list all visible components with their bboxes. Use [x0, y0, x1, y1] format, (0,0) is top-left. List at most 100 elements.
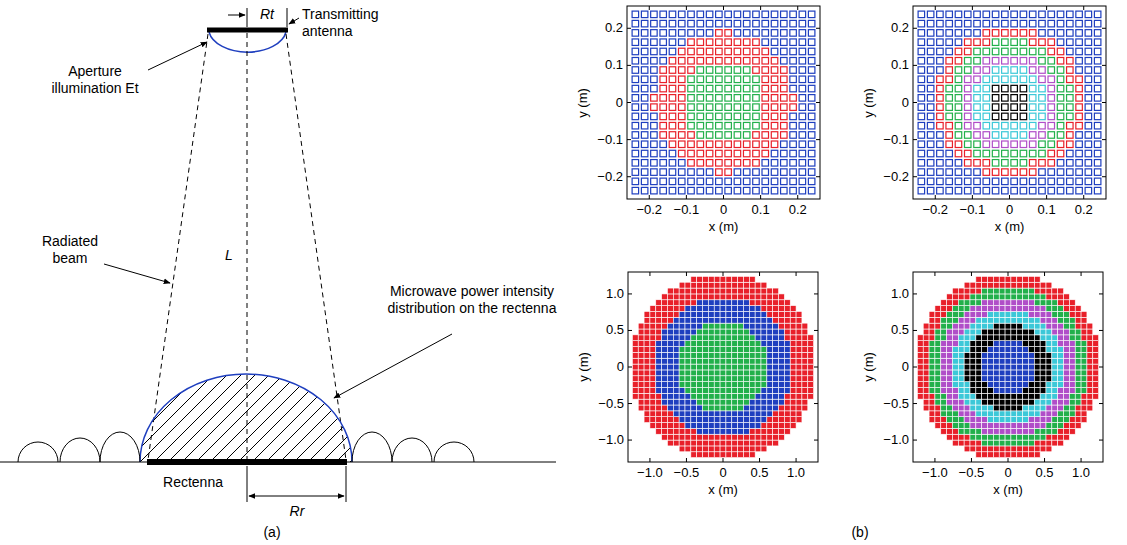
- rectenna-element: [755, 393, 761, 399]
- rectenna-element: [790, 393, 796, 399]
- array-element: [918, 169, 924, 175]
- array-element: [669, 76, 675, 82]
- array-element: [1057, 57, 1063, 63]
- array-element: [974, 30, 980, 36]
- rectenna-element: [720, 341, 726, 347]
- rectenna-element: [743, 306, 749, 312]
- array-element: [974, 160, 980, 166]
- rectenna-element: [767, 329, 773, 335]
- rectenna-element: [964, 358, 970, 364]
- rectenna-element: [755, 306, 761, 312]
- rectenna-element: [650, 411, 656, 417]
- array-element: [1067, 85, 1073, 91]
- rectenna-element: [743, 387, 749, 393]
- rectenna-element: [964, 370, 970, 376]
- array-element: [1048, 122, 1054, 128]
- rectenna-element: [970, 382, 976, 388]
- rectenna-element: [749, 358, 755, 364]
- array-element: [974, 187, 980, 193]
- array-element: [946, 132, 952, 138]
- array-element: [946, 30, 952, 36]
- rectenna-element: [941, 423, 947, 429]
- rectenna-element: [662, 341, 668, 347]
- rectenna-element: [923, 347, 929, 353]
- rectenna-element: [656, 300, 662, 306]
- array-element: [1094, 11, 1100, 17]
- rectenna-element: [947, 382, 953, 388]
- rectenna-element: [662, 417, 668, 423]
- rectenna-element: [703, 364, 709, 370]
- rectenna-element: [691, 323, 697, 329]
- array-element: [992, 95, 998, 101]
- rectenna-element: [947, 317, 953, 323]
- rectenna-element: [679, 311, 685, 317]
- array-element: [678, 122, 684, 128]
- array-element: [762, 48, 768, 54]
- rectenna-element: [749, 294, 755, 300]
- rectenna-element: [988, 364, 994, 370]
- rectenna-element: [726, 294, 732, 300]
- rectenna-element: [970, 446, 976, 452]
- rectenna-element: [703, 452, 709, 458]
- rectenna-element: [767, 300, 773, 306]
- tick-mark: [686, 195, 687, 199]
- array-element: [983, 150, 989, 156]
- rectenna-element: [779, 323, 785, 329]
- array-element: [781, 169, 787, 175]
- rectenna-element: [703, 399, 709, 405]
- rectenna-element: [714, 317, 720, 323]
- rectenna-element: [970, 405, 976, 411]
- rectenna-element: [802, 335, 808, 341]
- rectenna-element: [958, 393, 964, 399]
- array-element: [1076, 57, 1082, 63]
- rectenna-element: [679, 294, 685, 300]
- array-element: [937, 57, 943, 63]
- rectenna-element: [697, 411, 703, 417]
- array-element: [1048, 76, 1054, 82]
- array-element: [974, 141, 980, 147]
- rectenna-element: [667, 335, 673, 341]
- array-element: [1048, 30, 1054, 36]
- rectenna-element: [976, 399, 982, 405]
- array-element: [946, 169, 952, 175]
- rectenna-element: [958, 387, 964, 393]
- rectenna-element: [644, 352, 650, 358]
- array-element: [992, 39, 998, 45]
- rectenna-element: [743, 405, 749, 411]
- rectenna-element: [673, 405, 679, 411]
- rectenna-element: [691, 452, 697, 458]
- rectenna-element: [714, 300, 720, 306]
- array-element: [743, 113, 749, 119]
- rectenna-element: [749, 446, 755, 452]
- array-element: [974, 20, 980, 26]
- rectenna-element: [755, 311, 761, 317]
- array-element: [1067, 132, 1073, 138]
- rectenna-element: [656, 417, 662, 423]
- rectenna-element: [714, 288, 720, 294]
- array-element: [799, 57, 805, 63]
- array-element: [1011, 141, 1017, 147]
- rectenna-element: [779, 347, 785, 353]
- rectenna-element: [679, 306, 685, 312]
- array-element: [1057, 11, 1063, 17]
- rectenna-element: [691, 335, 697, 341]
- rectenna-element: [982, 341, 988, 347]
- rectenna-element: [650, 306, 656, 312]
- rectenna-element: [947, 323, 953, 329]
- rectenna-element: [679, 440, 685, 446]
- tick-mark: [627, 176, 631, 177]
- rectenna-element: [685, 311, 691, 317]
- rectenna-element: [935, 347, 941, 353]
- rectenna-element: [958, 411, 964, 417]
- array-element: [1076, 20, 1082, 26]
- rectenna-element: [970, 387, 976, 393]
- rectenna-element: [726, 387, 732, 393]
- array-element: [955, 48, 961, 54]
- rectenna-element: [667, 300, 673, 306]
- rectenna-element: [976, 335, 982, 341]
- array-element: [678, 11, 684, 17]
- rectenna-element: [970, 335, 976, 341]
- array-element: [660, 132, 666, 138]
- rectenna-element: [988, 347, 994, 353]
- array-element: [771, 76, 777, 82]
